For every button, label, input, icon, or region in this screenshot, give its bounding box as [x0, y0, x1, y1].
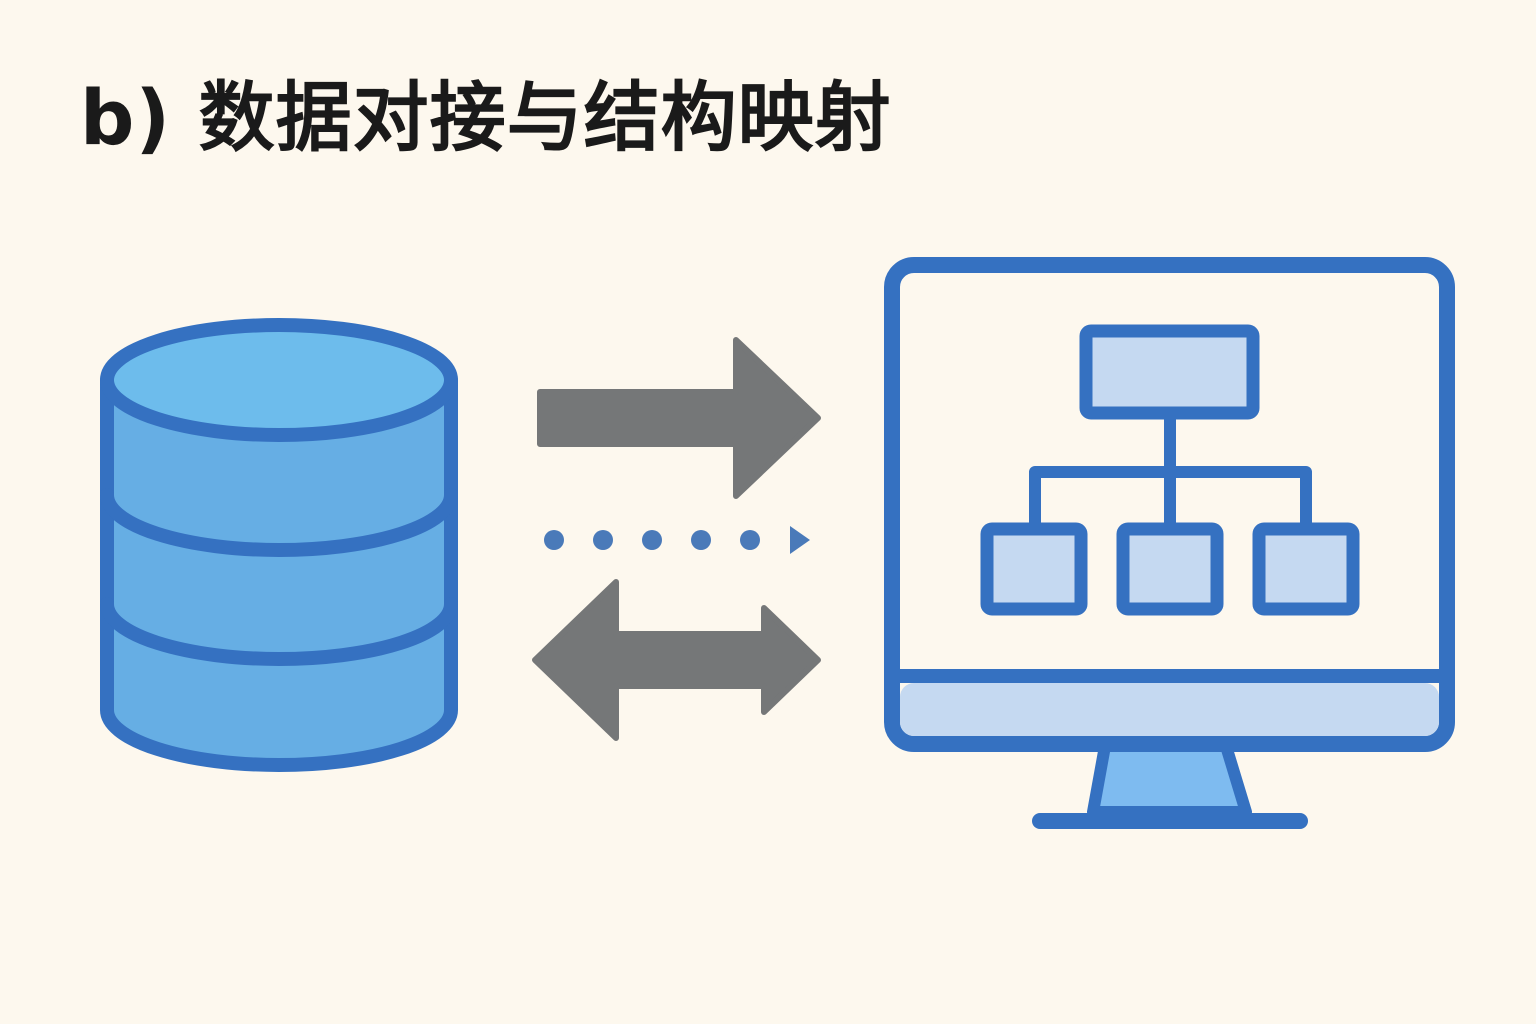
dotted-arrow-head [790, 526, 810, 554]
hierarchy-child-box [1252, 522, 1360, 616]
database-body [100, 373, 458, 772]
arrow-right-icon [537, 337, 821, 499]
database-divider-2 [100, 597, 458, 666]
hierarchy-child-box [980, 522, 1088, 616]
database-top [100, 318, 458, 442]
hierarchy-connector [1029, 414, 1312, 530]
dotted-arrow-dot [593, 530, 613, 550]
hierarchy-child-box [1116, 522, 1224, 616]
hierarchy-diagram-icon [980, 324, 1360, 616]
monitor-frame [884, 257, 1455, 752]
hierarchy-root-box [1079, 324, 1260, 420]
database-icon [100, 318, 458, 772]
dotted-arrow-dot [740, 530, 760, 550]
monitor-stand-neck [1087, 740, 1252, 818]
monitor-icon [884, 257, 1455, 829]
dotted-arrow-dot [691, 530, 711, 550]
dotted-arrow-icon [544, 526, 810, 554]
bidirectional-arrow-icon [532, 579, 821, 741]
monitor-bottom-bezel [900, 683, 1439, 736]
database-divider-1 [100, 488, 458, 557]
page-title: b) 数据对接与结构映射 [80, 73, 892, 162]
dotted-arrow-dot [544, 530, 564, 550]
dotted-arrow-dot [642, 530, 662, 550]
